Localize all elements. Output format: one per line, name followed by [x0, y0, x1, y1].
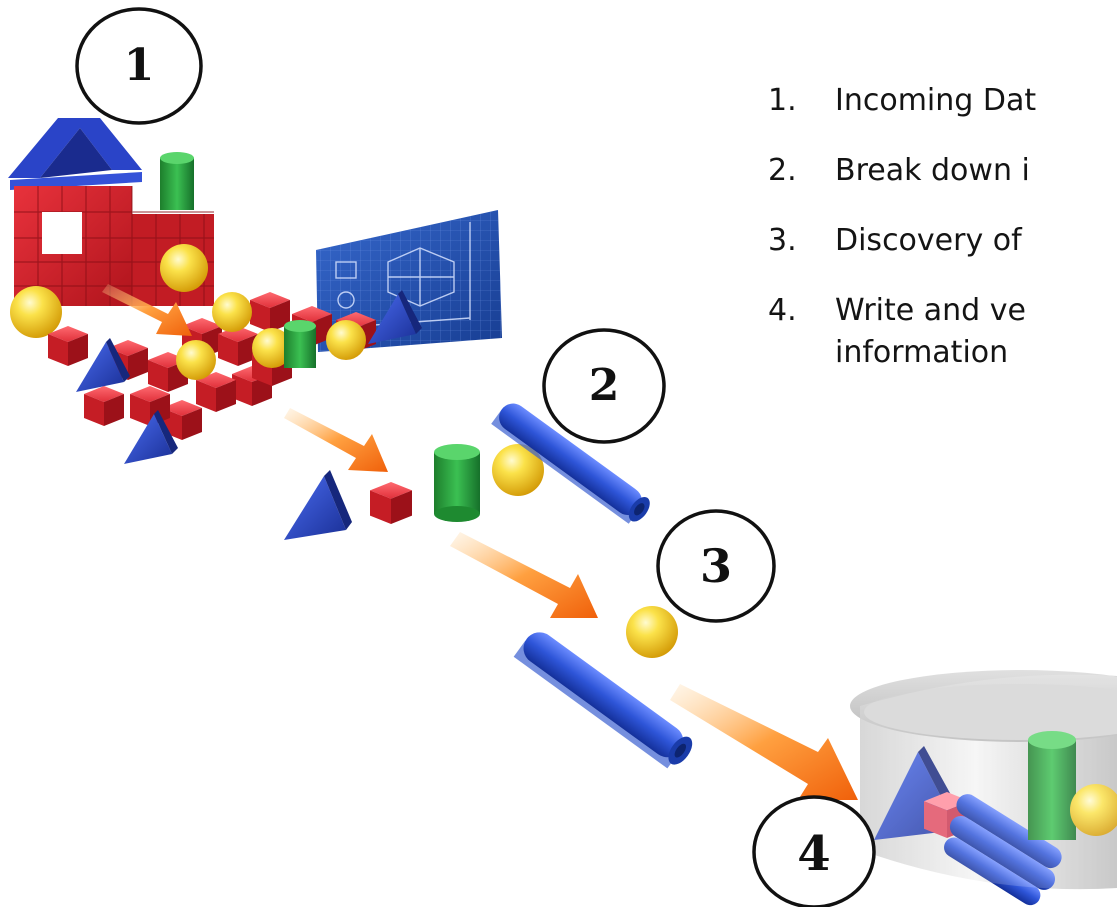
- badge-label: 2: [589, 360, 620, 411]
- step-badge-3: 3: [656, 509, 776, 623]
- step-label-continued: information: [835, 335, 1008, 370]
- scattered-blocks-icon: [48, 290, 422, 464]
- list-item: 2. Break down i: [768, 153, 1030, 188]
- list-item: 3. Discovery of: [768, 223, 1023, 258]
- toy-train-icon: [8, 118, 214, 338]
- sorted-pieces-icon: [284, 403, 650, 540]
- arrow-icon: [284, 408, 388, 472]
- badge-label: 1: [124, 40, 155, 91]
- list-item: 4. Write and ve information: [768, 293, 1026, 370]
- step-number: 4.: [768, 293, 797, 328]
- step-label: Break down i: [835, 153, 1030, 188]
- step-number: 1.: [768, 83, 797, 118]
- step-number: 3.: [768, 223, 797, 258]
- step-badge-2: 2: [542, 328, 666, 444]
- discovered-pieces-icon: [513, 606, 693, 769]
- arrow-icon: [450, 532, 598, 618]
- badge-label: 3: [700, 539, 732, 593]
- step-label: Discovery of: [835, 223, 1023, 258]
- badge-label: 4: [797, 826, 830, 882]
- step-label: Write and ve: [835, 293, 1026, 328]
- step-label: Incoming Dat: [835, 83, 1036, 118]
- steps-list: 1. Incoming Dat 2. Break down i 3. Disco…: [768, 83, 1036, 370]
- arrow-icon: [102, 284, 192, 336]
- step-number: 2.: [768, 153, 797, 188]
- step-badge-4: 4: [752, 795, 876, 907]
- storage-container-icon: [850, 670, 1117, 906]
- step-badge-1: 1: [75, 7, 203, 125]
- list-item: 1. Incoming Dat: [768, 83, 1036, 118]
- arrow-icon: [670, 684, 858, 800]
